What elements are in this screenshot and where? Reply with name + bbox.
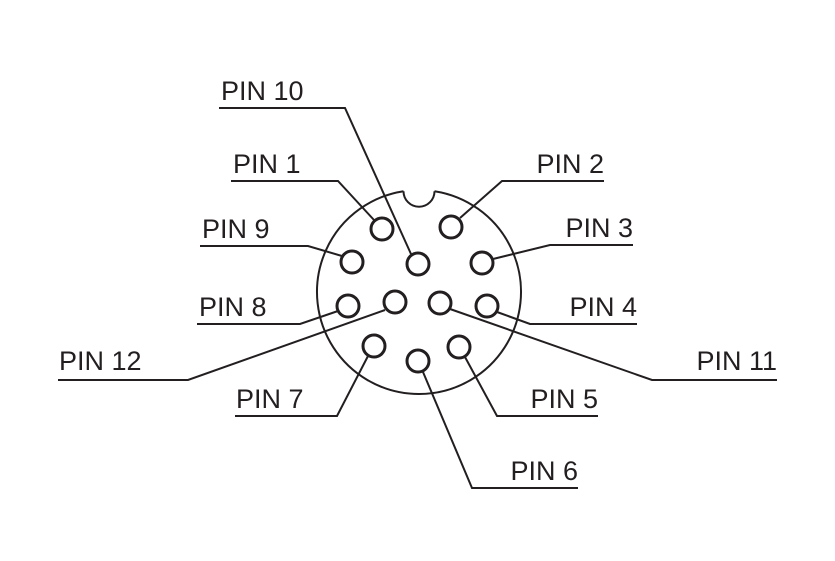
pin-3-label: PIN 3 [565,213,633,243]
pin-11-leader [449,308,777,381]
pin-9-label: PIN 9 [202,214,270,244]
pin-7-contact [361,333,387,359]
pin-1-contact [369,216,395,242]
pin-4-contact [474,293,500,319]
pin-2-contact [438,214,464,240]
pin-2-label: PIN 2 [536,149,604,179]
pin-5-label: PIN 5 [530,384,598,414]
pin-10-contact [405,251,431,277]
pin-8-leader [197,310,339,325]
pin-8-label: PIN 8 [199,292,267,322]
pin-4-leader [496,311,637,325]
pin-7-leader [235,355,369,417]
pin-2-leader [459,180,604,219]
pin-12-contact [382,289,408,315]
pin-10-leader [219,107,412,255]
connector-key-notch [402,191,436,208]
pin-3-leader [492,244,633,260]
pin-9-contact [339,249,365,275]
pin-3-contact [469,250,495,276]
pin-5-leader [464,356,598,417]
pin-9-leader [200,245,343,257]
connector-body-outline [316,190,522,395]
pin-6-leader [422,371,578,489]
pin-11-label: PIN 11 [696,346,777,376]
pin-6-label: PIN 6 [510,456,578,486]
pin-8-contact [335,293,361,319]
pin-6-contact [405,348,431,374]
pin-5-contact [446,334,472,360]
pin-12-leader [58,309,386,381]
pin-11-contact [427,290,453,316]
pin-4-label: PIN 4 [569,292,637,322]
pin-1-label: PIN 1 [233,149,301,179]
pin-7-label: PIN 7 [236,384,304,414]
pin-1-leader [231,180,375,221]
pin-12-label: PIN 12 [59,346,142,376]
pin-10-label: PIN 10 [221,76,304,106]
